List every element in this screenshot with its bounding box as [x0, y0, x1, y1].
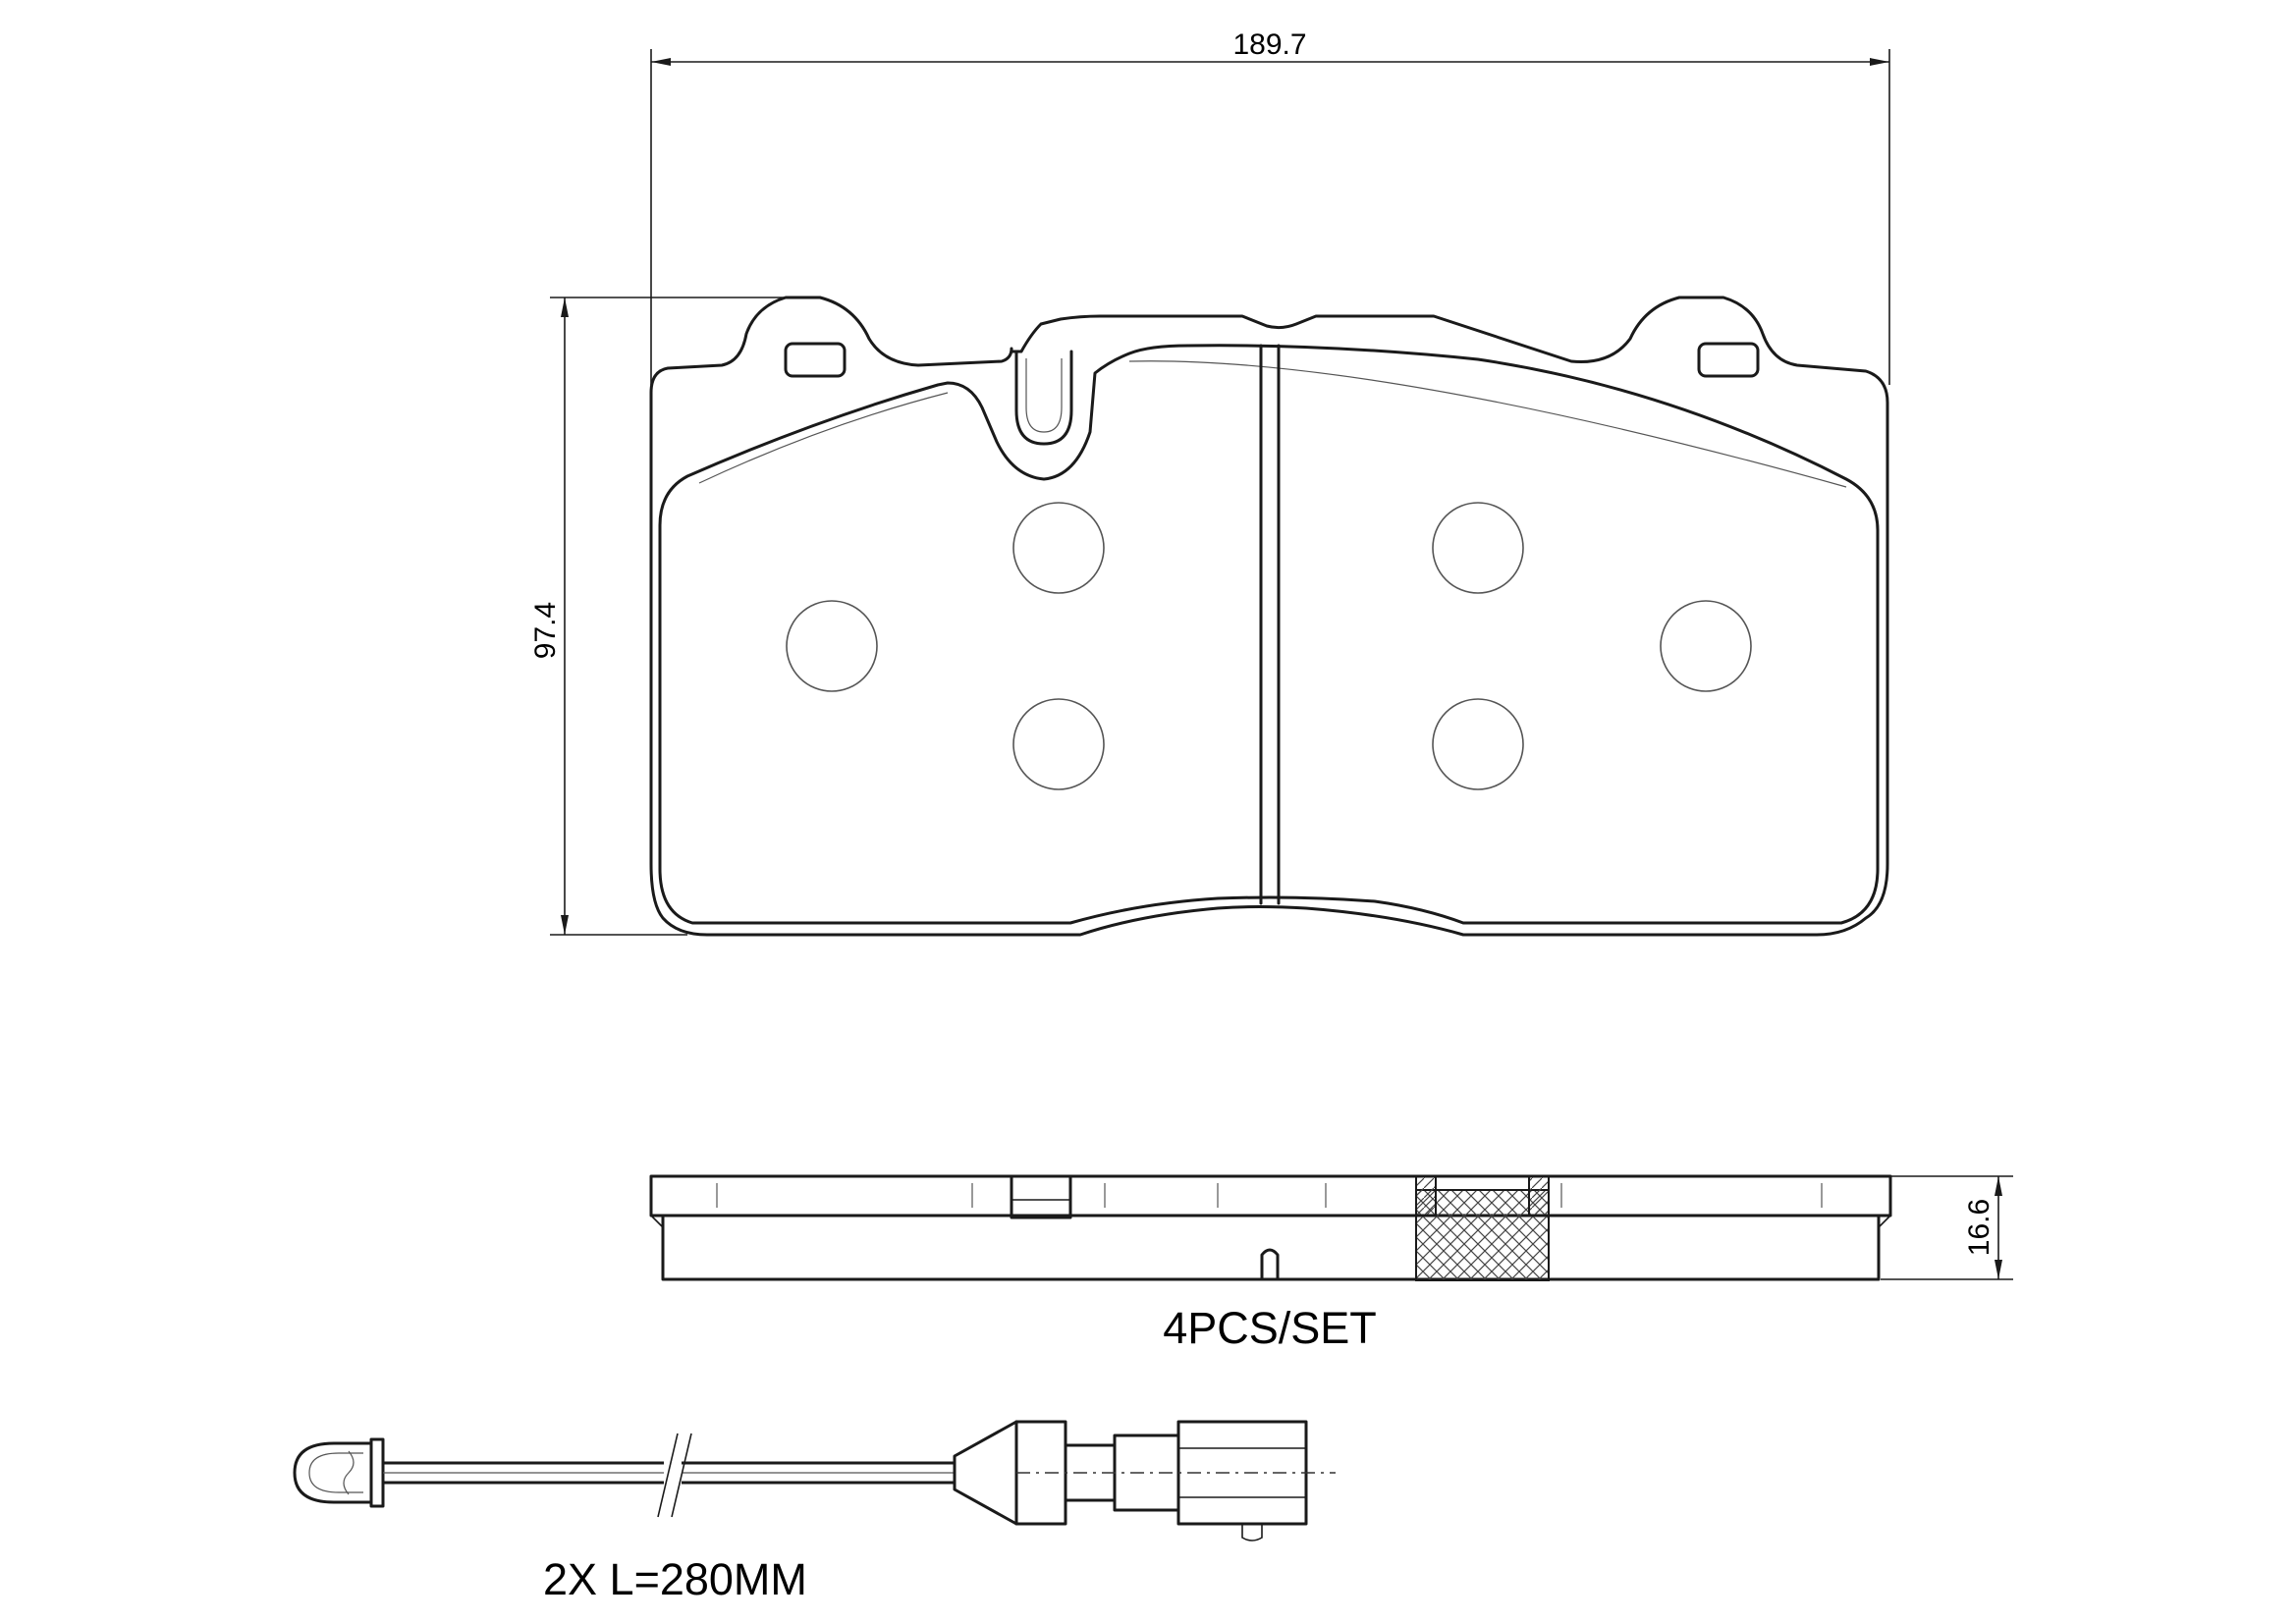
backing-plate-outline	[649, 296, 1889, 937]
center-retaining-slot	[1014, 350, 1073, 446]
sensor-connector-cone	[953, 1420, 1018, 1526]
left-upper-circle	[1012, 502, 1105, 594]
thickness-dimension: 16.6	[1881, 1175, 2013, 1280]
height-dimension-label: 97.4	[529, 602, 562, 659]
sensor-connector-latch	[1241, 1524, 1263, 1542]
sensor-probe-collar	[369, 1437, 385, 1508]
left-lower-circle	[1012, 698, 1105, 790]
left-mounting-slot	[784, 342, 847, 378]
brake-pad-side-view	[649, 1174, 1892, 1281]
wire-break-mark	[657, 1433, 679, 1518]
width-dimension-label: 189.7	[1232, 28, 1306, 61]
friction-material-outline	[658, 344, 1880, 925]
brake-pad-front-view	[649, 296, 1889, 937]
sensor-length-label: 2X L=280MM	[543, 1554, 807, 1604]
wear-sensor	[293, 1420, 1336, 1542]
right-upper-circle	[1432, 502, 1524, 594]
width-dimension: 189.7	[650, 28, 1890, 385]
sensor-probe-tip	[293, 1441, 373, 1504]
height-dimension: 97.4	[529, 297, 786, 936]
side-friction-layer	[661, 1214, 1881, 1281]
side-tick-marks	[716, 1183, 1823, 1208]
side-groove-notch	[1260, 1248, 1280, 1281]
sensor-pocket-section	[1415, 1175, 1550, 1281]
side-retaining-clip	[1010, 1174, 1072, 1219]
right-mounting-slot	[1697, 342, 1760, 378]
left-outer-circle	[786, 600, 878, 692]
set-quantity-label: 4PCS/SET	[1163, 1303, 1377, 1353]
right-outer-circle	[1660, 600, 1752, 692]
side-backing-plate	[649, 1174, 1892, 1217]
thickness-dimension-label: 16.6	[1963, 1199, 1995, 1256]
right-lower-circle	[1432, 698, 1524, 790]
